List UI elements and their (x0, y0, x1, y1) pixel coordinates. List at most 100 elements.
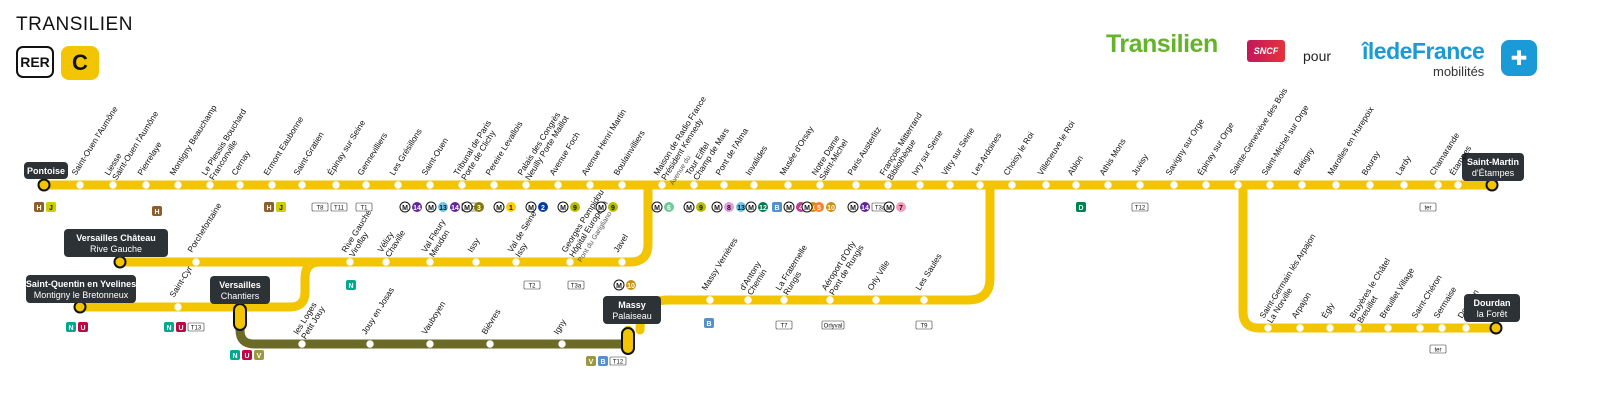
conn-pontoise-line-label: H (36, 205, 41, 212)
dourdan-box-label: Dourdan (1474, 298, 1511, 308)
station-label: Juvisy (1129, 151, 1150, 177)
conn-ermont-line-icon (264, 202, 274, 212)
conn-chantiers-line-icon (230, 350, 240, 360)
station-dot (76, 181, 84, 189)
conn-boulainvilliers-line-label: 9 (611, 205, 615, 212)
conn-boulainvilliers-metro-icon (595, 201, 607, 213)
conn-juvisy-line-icon (1076, 202, 1086, 212)
station-label: Athis Mons (1097, 137, 1127, 177)
station-dot (658, 181, 666, 189)
conn-kennedy-line-label: 6 (667, 205, 671, 212)
station-dot (268, 181, 276, 189)
station-label: Notre DameSaint-Michel (809, 133, 850, 182)
station-dot (1296, 324, 1304, 332)
station-dot (720, 181, 728, 189)
sncf-logo: SNCF (1247, 40, 1285, 62)
conn-boulainvilliers-line-icon (608, 202, 618, 212)
conn-pereire-metro-icon (461, 201, 473, 213)
idf-mobilites-logo: îledeFrance (1362, 38, 1485, 64)
station-dot (174, 181, 182, 189)
conn-austerlitz-metro-label: M (850, 205, 856, 212)
conn-saint-cyr-line-label: N (166, 325, 171, 332)
conn-gennevilliers-tram-icon (355, 202, 373, 212)
station-label: Gennevilliers (355, 131, 389, 177)
station-dot (206, 181, 214, 189)
station-label: Lardy (1393, 153, 1413, 177)
line-c-badge: C (61, 46, 99, 80)
station-label: d'AntonyChemin (737, 259, 771, 297)
versailles-chantiers-terminus (233, 303, 247, 331)
conn-chantiers-line-icon (242, 350, 252, 360)
station-dot (558, 340, 566, 348)
station-label: Les Grésillons (387, 127, 424, 177)
conn-bibliotheque-metro-label: M (886, 205, 892, 212)
station-dot (884, 181, 892, 189)
conn-porte-clichy-line-label: 13 (439, 205, 447, 212)
conn-montigny-line-icon (152, 206, 162, 216)
idf-person-icon: ✚ (1501, 40, 1537, 76)
station-label: Choisy le Roi (1001, 130, 1036, 177)
dourdan-branch (1238, 180, 1500, 333)
conn-orsay-line-icon (772, 202, 782, 212)
station-dot (1332, 181, 1340, 189)
station-dot (1454, 181, 1462, 189)
conn-pont-rungis-tram-label: Orlyval (824, 324, 843, 330)
sqy-box (26, 275, 136, 303)
conn-ermont-line-icon (276, 202, 286, 212)
station-label: Orly Ville (865, 258, 891, 292)
conn-sqy-line-icon (66, 322, 76, 332)
conn-chantiers-line-label: U (244, 353, 249, 360)
pour-text: pour (1303, 48, 1332, 64)
conn-chaville-line-icon (346, 280, 356, 290)
station-dot (826, 296, 834, 304)
conn-henri-martin-metro-label: M (560, 205, 566, 212)
conn-porte-clichy-line-icon (450, 202, 460, 212)
conn-etampes-tram-icon (1419, 202, 1437, 212)
station-label: Val de SeineIssy (505, 209, 546, 259)
pontoise-box-label: Pontoise (27, 166, 65, 176)
station-dot (1366, 181, 1374, 189)
conn-orsay-line-label: 10 (809, 205, 817, 212)
conn-issy-vds-tram-label: T2 (528, 284, 536, 290)
conn-chantiers-line-label: N (232, 353, 237, 360)
station-label: Saint-Gratien (291, 130, 326, 177)
conn-st-michel-line-icon (826, 202, 836, 212)
massy-box (603, 296, 661, 324)
conn-henri-martin-line-icon (570, 202, 580, 212)
conn-saint-ouen-metro-label: M (402, 205, 408, 212)
conn-massy-tram-icon (609, 356, 627, 366)
station-dot (298, 340, 306, 348)
conn-les-saules-tram-icon (915, 320, 933, 330)
conn-sqy-line-label: U (80, 325, 85, 332)
station-dot (366, 340, 374, 348)
conn-bibliotheque-metro-icon (883, 201, 895, 213)
station-label: Boulainvilliers (611, 128, 647, 177)
conn-saint-cyr-tram-label: T13 (191, 326, 202, 332)
station-dot (976, 181, 984, 189)
conn-garigliano-tram-label: T3a (571, 284, 582, 290)
massy-box-label: Massy (618, 300, 646, 310)
conn-maillot-metro-label: M (496, 205, 502, 212)
conn-javel-metro-label: M (616, 283, 622, 290)
conn-massy-tram-label: T12 (613, 360, 624, 366)
conn-epinay-tram-label: T8 (316, 206, 324, 212)
dourdan-box (1464, 294, 1520, 322)
conn-champ-mars-metro-label: M (686, 205, 692, 212)
conn-bibliotheque-line-icon (896, 202, 906, 212)
conn-orsay-metro-icon (783, 201, 795, 213)
conn-massy-verrieres-line-icon (704, 318, 714, 328)
station-dot (744, 296, 752, 304)
conn-champ-mars-line-icon (696, 202, 706, 212)
conn-invalides-metro-icon (745, 201, 757, 213)
station-label: Massy Verrières (699, 236, 739, 292)
station-label: Invalides (743, 144, 769, 177)
conn-epinay-tram-icon (330, 202, 348, 212)
conn-massy-verrieres-line-label: B (706, 321, 711, 328)
st-martin-box-label: d'Étampes (1472, 168, 1515, 178)
conn-porte-clichy-metro-icon (425, 201, 437, 213)
conn-foch-line-icon (538, 202, 548, 212)
rer-badge: RER (16, 46, 54, 78)
conn-chaville-line-label: N (348, 283, 353, 290)
station-label: Les Saules (913, 252, 943, 292)
station-label: Porchefontaine (185, 201, 224, 254)
